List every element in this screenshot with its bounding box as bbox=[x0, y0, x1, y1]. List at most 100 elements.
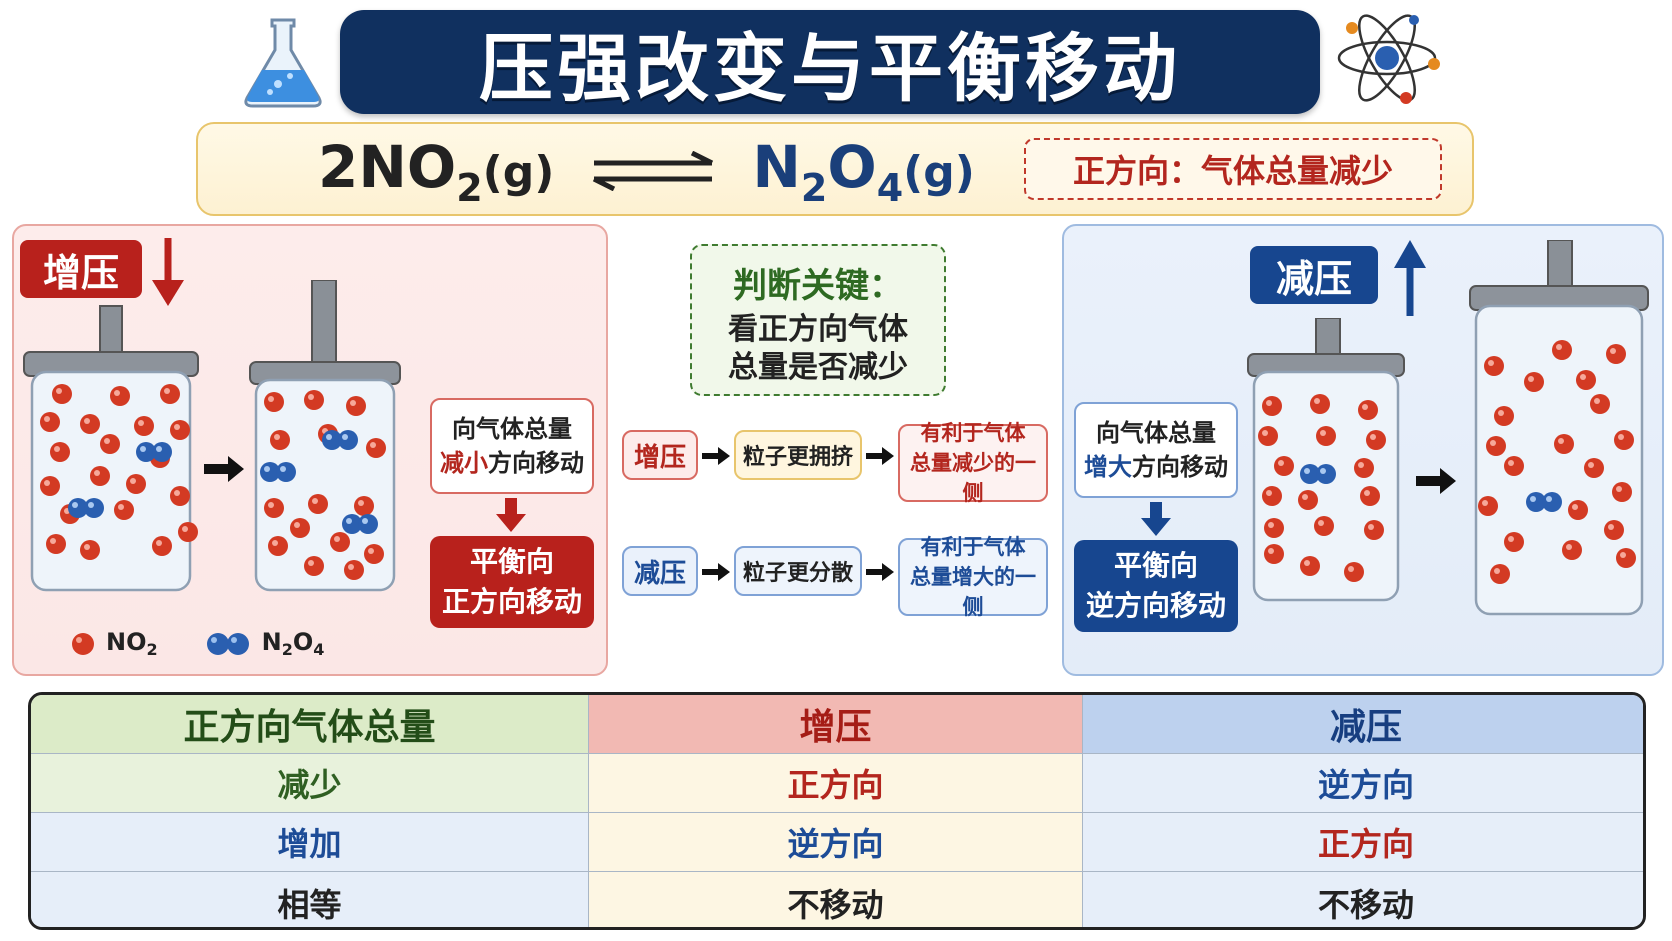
molecule-atom bbox=[1554, 434, 1574, 454]
molecule-highlight bbox=[362, 518, 368, 524]
molecule-highlight bbox=[1566, 544, 1572, 550]
molecule-atom bbox=[1504, 532, 1524, 552]
key-line2: 总量是否减少 bbox=[728, 350, 908, 385]
molecule-highlight bbox=[1588, 462, 1594, 468]
cylinder-decompressed bbox=[1247, 318, 1405, 602]
molecule-highlight bbox=[1572, 504, 1578, 510]
molecule-highlight bbox=[88, 502, 94, 508]
molecule-atom bbox=[1606, 344, 1626, 364]
flow-decrease-end-line2: 总量增大的一侧 bbox=[910, 565, 1036, 619]
flow-increase-end: 有利于气体 总量减少的一侧 bbox=[898, 421, 1048, 505]
left-shift-box: 向气体总量 减小方向移动 bbox=[430, 398, 594, 494]
molecule-highlight bbox=[342, 434, 348, 440]
molecule-atom bbox=[1360, 486, 1380, 506]
left-shift-highlight: 减小 bbox=[440, 449, 488, 477]
summary-table: 正方向气体总量 增压 减压 减少 正方向 逆方向 增加 逆方向 正方向 相等 不… bbox=[28, 692, 1646, 930]
arrow-right-icon bbox=[866, 563, 894, 581]
legend-n2o4: N2O4 bbox=[262, 628, 325, 659]
reactant-formula: 2NO bbox=[318, 132, 457, 201]
molecule-highlight bbox=[1608, 524, 1614, 530]
molecule-highlight bbox=[326, 434, 332, 440]
molecule-highlight bbox=[56, 388, 62, 394]
arrow-right-icon bbox=[866, 447, 894, 465]
key-title: 判断关键： bbox=[733, 266, 903, 306]
product-n: N bbox=[752, 132, 801, 201]
molecule-atom bbox=[1264, 518, 1284, 538]
molecule-atom bbox=[152, 442, 172, 462]
molecule-highlight bbox=[1358, 462, 1364, 468]
increase-pressure-tag: 增压 bbox=[20, 240, 142, 298]
table-cell: 不移动 bbox=[589, 872, 1083, 927]
molecule-highlight bbox=[268, 396, 274, 402]
molecule-atom bbox=[90, 466, 110, 486]
product-n-subscript: 2 bbox=[800, 165, 828, 210]
molecule-highlight bbox=[368, 548, 374, 554]
table-header: 增压 bbox=[589, 695, 1083, 754]
molecule-highlight bbox=[1348, 566, 1354, 572]
right-shift-line2: 增大方向移动 bbox=[1076, 450, 1236, 484]
molecule-atom bbox=[1542, 492, 1562, 512]
molecule-atom bbox=[1300, 556, 1320, 576]
molecule-highlight bbox=[104, 438, 110, 444]
left-shift-rest: 方向移动 bbox=[488, 449, 584, 477]
molecule-highlight bbox=[294, 522, 300, 528]
molecule-atom bbox=[1366, 430, 1386, 450]
molecule-highlight bbox=[174, 424, 180, 430]
molecule-atom bbox=[50, 442, 70, 462]
molecule-atom bbox=[1358, 400, 1378, 420]
table-cell: 减少 bbox=[31, 754, 589, 813]
molecule-atom bbox=[264, 392, 284, 412]
molecule-atom bbox=[152, 536, 172, 556]
molecule-highlight bbox=[1508, 536, 1514, 542]
molecule-highlight bbox=[1494, 568, 1500, 574]
molecule-atom bbox=[1552, 340, 1572, 360]
molecule-highlight bbox=[1528, 376, 1534, 382]
molecule-highlight bbox=[1580, 374, 1586, 380]
reactant-state: (g) bbox=[482, 146, 555, 198]
molecule-highlight bbox=[272, 540, 278, 546]
molecule-atom bbox=[1612, 482, 1632, 502]
molecule-atom bbox=[308, 494, 328, 514]
right-shift-box: 向气体总量 增大方向移动 bbox=[1074, 402, 1238, 498]
molecule-atom bbox=[264, 498, 284, 518]
cylinder-shifted bbox=[249, 280, 401, 592]
legend-n2o4-n-sub: 2 bbox=[281, 640, 293, 659]
molecule-highlight bbox=[114, 390, 120, 396]
molecule-atom bbox=[40, 412, 60, 432]
equation-bar: 2NO2(g) N2O4(g) 正方向：气体总量减少 bbox=[196, 122, 1474, 216]
left-result-line2: 正方向移动 bbox=[441, 585, 582, 618]
molecule-atom bbox=[1524, 372, 1544, 392]
right-result-box: 平衡向 逆方向移动 bbox=[1074, 540, 1238, 632]
legend-n2o4-o: O bbox=[292, 628, 314, 656]
legend-no2-sub: 2 bbox=[146, 640, 158, 659]
table-header: 正方向气体总量 bbox=[31, 695, 589, 754]
legend-no2-text: NO bbox=[106, 628, 147, 656]
flow-increase-end-line1: 有利于气体 bbox=[920, 421, 1026, 445]
no2-molecule-icon bbox=[72, 632, 94, 655]
reactant: 2NO2(g) bbox=[318, 133, 554, 210]
judgment-key-box: 判断关键： 看正方向气体 总量是否减少 bbox=[690, 244, 946, 396]
flow-increase-mid: 粒子更拥挤 bbox=[734, 430, 862, 480]
forward-direction-note: 正方向：气体总量减少 bbox=[1024, 138, 1442, 200]
molecule-highlight bbox=[1262, 430, 1268, 436]
left-shift-line2: 减小方向移动 bbox=[432, 446, 592, 480]
molecule-highlight bbox=[156, 540, 162, 546]
arrow-down-blue-icon bbox=[1141, 502, 1171, 536]
molecule-atom bbox=[1364, 520, 1384, 540]
molecule-highlight bbox=[1620, 552, 1626, 558]
product-o: O bbox=[827, 132, 877, 201]
table-cell: 增加 bbox=[31, 813, 589, 872]
molecule-highlight bbox=[1362, 404, 1368, 410]
molecule-atom bbox=[1316, 464, 1336, 484]
molecule-highlight bbox=[94, 470, 100, 476]
arrow-down-icon bbox=[152, 238, 184, 306]
molecule-highlight bbox=[1266, 400, 1272, 406]
molecule-atom bbox=[1316, 426, 1336, 446]
molecule-highlight bbox=[164, 388, 170, 394]
flow-increase-end-line2: 总量减少的一侧 bbox=[910, 451, 1036, 505]
molecule-atom bbox=[110, 386, 130, 406]
reaction-equation: 2NO2(g) N2O4(g) bbox=[318, 132, 975, 210]
molecule-atom bbox=[170, 486, 190, 506]
molecule-highlight bbox=[312, 498, 318, 504]
molecule-atom bbox=[80, 414, 100, 434]
